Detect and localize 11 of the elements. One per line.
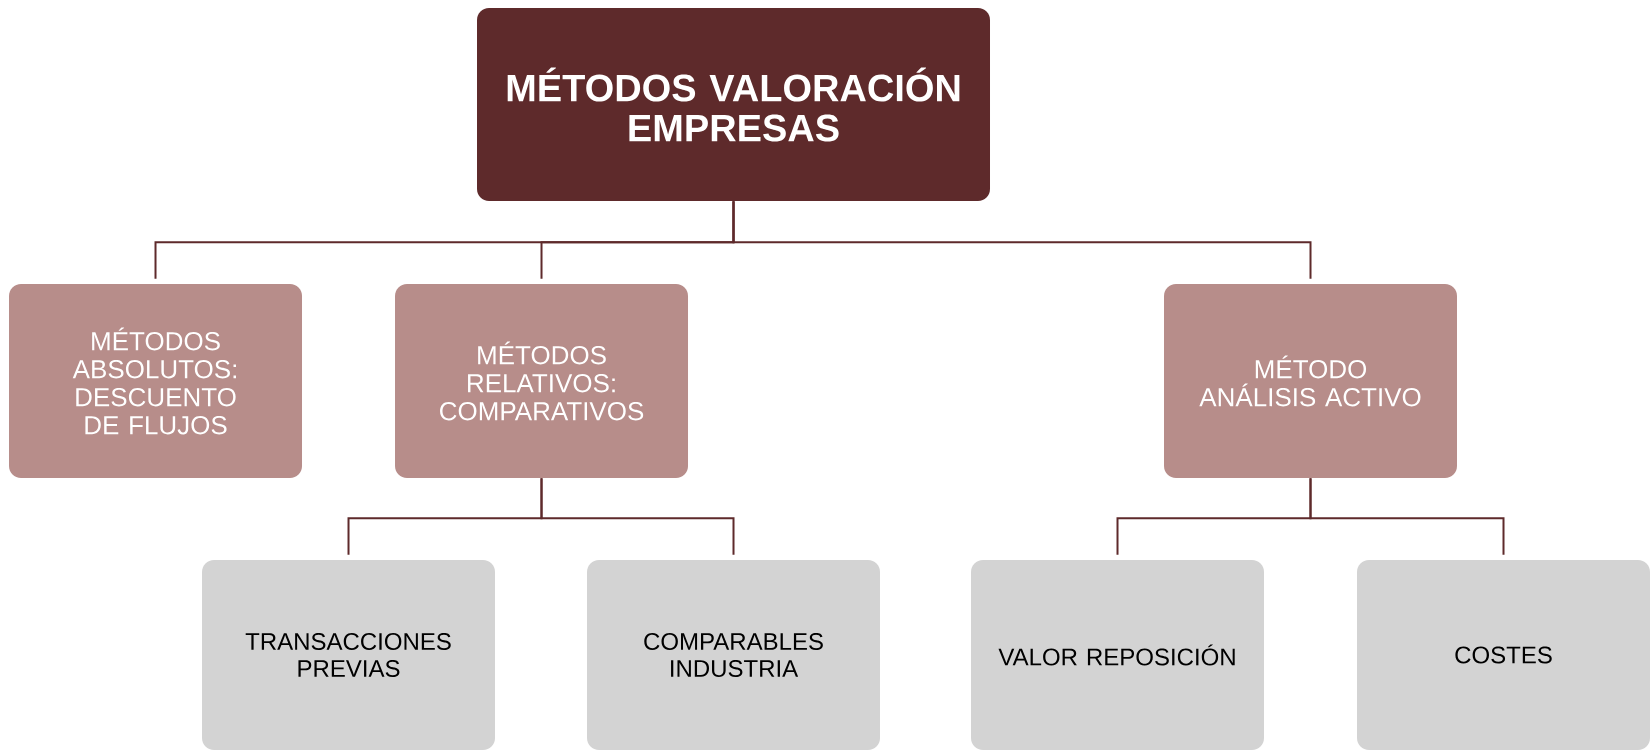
method-box: TRANSACCIONES PREVIAS <box>202 560 495 750</box>
method-box: COMPARABLES INDUSTRIA <box>587 560 880 750</box>
connector <box>1309 477 1505 556</box>
connector <box>540 477 735 556</box>
category-box: MÉTODOS RELATIVOS: COMPARATIVOS <box>395 284 688 478</box>
title-box: MÉTODOS VALORACIÓN EMPRESAS <box>477 8 990 201</box>
method-box: VALOR REPOSICIÓN <box>971 560 1264 750</box>
category-box: MÉTODOS ABSOLUTOS: DESCUENTO DE FLUJOS <box>9 284 302 478</box>
method-box: COSTES <box>1357 560 1650 750</box>
connector <box>732 200 1312 280</box>
category-box: MÉTODO ANÁLISIS ACTIVO <box>1164 284 1457 478</box>
